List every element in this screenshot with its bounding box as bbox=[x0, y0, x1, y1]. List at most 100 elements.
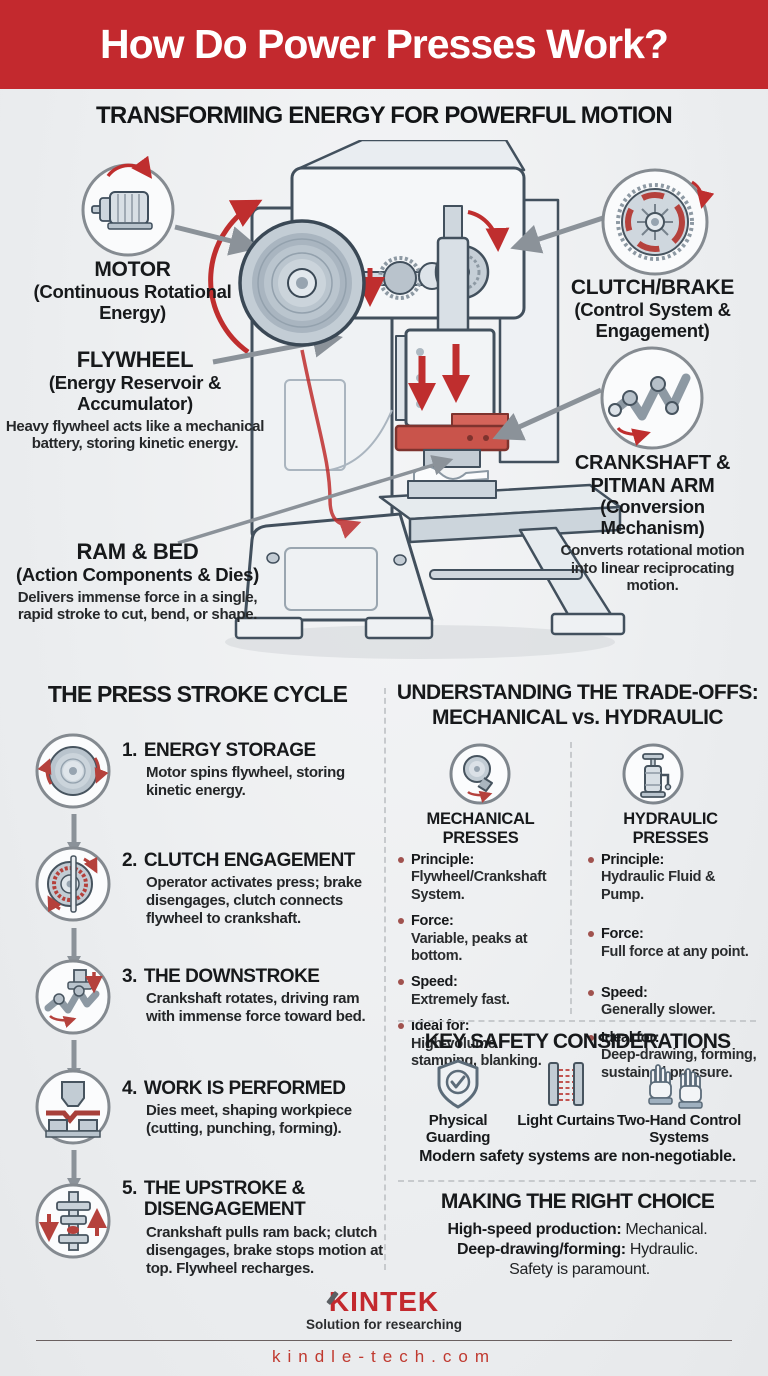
flywheel-subtitle: (Energy Reservoir & Accumulator) bbox=[48, 371, 222, 414]
motor-subtitle: (Continuous Rotational Energy) bbox=[33, 280, 232, 323]
step-3: 3. THE DOWNSTROKE Crankshaft rotates, dri… bbox=[122, 966, 384, 1026]
page-title: How Do Power Presses Work? bbox=[100, 21, 669, 67]
step-title: CLUTCH ENGAGEMENT bbox=[143, 850, 356, 871]
step-5: 5. THE UPSTROKE & DISENGAGEMENT Crankshaf… bbox=[122, 1178, 384, 1278]
bullet-label: Force: bbox=[601, 926, 644, 943]
step-desc: Operator activates press; brake disengag… bbox=[146, 874, 362, 928]
mechanical-press-icon bbox=[449, 743, 511, 805]
choice-line: High-speed production:Mechanical. bbox=[395, 1220, 760, 1240]
clutch-callout: CLUTCH/BRAKE (Control System & Engagemen… bbox=[545, 276, 760, 342]
logo-tagline: Solution for researching bbox=[305, 1317, 463, 1332]
bullet-label: Principle: bbox=[601, 852, 665, 868]
safety-item-label: Physical Guarding bbox=[425, 1112, 491, 1147]
bullet-dot bbox=[588, 1034, 594, 1041]
hydraulic-bullets: Principle:Hydraulic Fluid & Pump. Force:… bbox=[588, 852, 760, 1091]
bullet-value: Flywheel/Crankshaft System. bbox=[411, 869, 547, 903]
step-desc: Crankshaft pulls ram back; clutch diseng… bbox=[146, 1223, 383, 1277]
bullet-dot bbox=[398, 857, 404, 863]
step-number: 3. bbox=[122, 966, 137, 987]
list-item: Force:Variable, peaks at bottom. bbox=[398, 913, 563, 965]
choice-value: Mechanical. bbox=[625, 1221, 708, 1238]
section1-title: TRANSFORMING ENERGY FOR POWERFUL MOTION bbox=[96, 102, 673, 129]
shield-check-icon bbox=[437, 1059, 479, 1109]
crankshaft-step-icon bbox=[35, 959, 111, 1035]
list-item: Speed:Extremely fast. bbox=[398, 974, 563, 1009]
clutch-subtitle: (Control System & Engagement) bbox=[574, 298, 731, 341]
safety-item-label: Light Curtains bbox=[517, 1112, 615, 1129]
choice-label: Deep-drawing/forming: bbox=[457, 1241, 626, 1258]
bullet-dot bbox=[588, 931, 594, 938]
list-item: Force:Full force at any point. bbox=[588, 926, 760, 961]
bullet-label: Speed: bbox=[601, 984, 648, 1001]
section-divider bbox=[398, 1180, 756, 1182]
step-desc: Motor spins flywheel, storing kinetic en… bbox=[146, 764, 345, 800]
bullet-label: Force: bbox=[411, 913, 454, 930]
tradeoffs-title-line2: MECHANICAL vs. HYDRAULIC bbox=[432, 705, 724, 729]
mechanical-title: MECHANICAL PRESSES bbox=[426, 810, 535, 847]
bullet-dot bbox=[588, 989, 594, 996]
choice-lines: High-speed production:Mechanical. Deep-d… bbox=[395, 1220, 760, 1280]
bullet-label: Ideal for: bbox=[601, 1029, 660, 1046]
bullet-dot bbox=[398, 918, 404, 925]
crankshaft-desc: Converts rotational motion into linear r… bbox=[560, 541, 745, 595]
safety-item-label: Two-Hand Control Systems bbox=[616, 1112, 742, 1147]
bullet-label: Speed: bbox=[411, 974, 458, 991]
bullet-value: Extremely fast. bbox=[411, 991, 510, 1008]
bullet-value: Hydraulic Fluid & Pump. bbox=[601, 869, 716, 903]
kintek-logo: KINTEK bbox=[328, 1286, 440, 1317]
flywheel-callout: FLYWHEEL (Energy Reservoir & Accumulator… bbox=[5, 347, 265, 453]
flywheel-title: FLYWHEEL bbox=[76, 347, 194, 372]
hydraulic-press-icon bbox=[622, 743, 684, 805]
press-illustration bbox=[81, 140, 715, 659]
motor-arrow bbox=[174, 224, 260, 256]
bullet-label: Principle: bbox=[411, 852, 475, 868]
choice-line: Safety is paramount. bbox=[395, 1260, 760, 1280]
flywheel-rotation-arrow bbox=[208, 199, 263, 355]
list-item: Speed:Generally slower. bbox=[588, 985, 760, 1020]
crankshaft-subtitle: (Conversion Mechanism) bbox=[600, 496, 705, 539]
tradeoffs-divider bbox=[570, 742, 572, 1014]
choice-title: MAKING THE RIGHT CHOICE bbox=[440, 1190, 715, 1213]
crankshaft-title: CRANKSHAFT & PITMAN ARM bbox=[574, 452, 731, 497]
crankshaft-arrow bbox=[492, 387, 603, 441]
light-curtain-icon bbox=[548, 1062, 584, 1106]
step-title: THE UPSTROKE & DISENGAGEMENT bbox=[143, 1178, 306, 1221]
bullet-value: Variable, peaks at bottom. bbox=[411, 930, 528, 964]
step-number: 1. bbox=[122, 740, 137, 761]
tradeoffs-title: UNDERSTANDING THE TRADE-OFFS: MECHANICAL… bbox=[395, 681, 760, 731]
rambed-subtitle: (Action Components & Dies) bbox=[16, 563, 259, 585]
step-title: ENERGY STORAGE bbox=[143, 740, 316, 761]
flywheel-step-icon bbox=[35, 733, 111, 809]
bullet-value: Generally slower. bbox=[601, 1002, 716, 1019]
choice-line: Deep-drawing/forming:Hydraulic. bbox=[395, 1240, 760, 1260]
step-desc: Dies meet, shaping workpiece (cutting, p… bbox=[146, 1102, 352, 1138]
step-4: 4.WORK IS PERFORMED Dies meet, shaping w… bbox=[122, 1078, 384, 1138]
footer-divider bbox=[36, 1340, 732, 1341]
cycle-title: THE PRESS STROKE CYCLE bbox=[47, 681, 348, 707]
machine-shadow bbox=[225, 625, 615, 659]
website-link[interactable]: kindle-tech.com bbox=[271, 1347, 497, 1366]
clutch-rotation-arrow bbox=[467, 210, 510, 252]
tradeoffs-title-line1: UNDERSTANDING THE TRADE-OFFS: bbox=[396, 681, 759, 704]
upstroke-step-icon bbox=[35, 1183, 111, 1259]
flywheel-part bbox=[238, 219, 366, 347]
rambed-arrow bbox=[177, 455, 454, 545]
motor-title: MOTOR bbox=[94, 258, 171, 281]
choice-value: Safety is paramount. bbox=[509, 1261, 650, 1278]
bullet-value: Full force at any point. bbox=[601, 943, 749, 960]
step-1: 1. ENERGY STORAGE Motor spins flywheel, s… bbox=[122, 740, 384, 800]
step-title: THE DOWNSTROKE bbox=[143, 966, 320, 987]
crankshaft-icon bbox=[600, 346, 704, 450]
motor-callout: MOTOR (Continuous Rotational Energy) bbox=[30, 258, 235, 324]
bullet-dot bbox=[398, 979, 404, 986]
step-2: 2.CLUTCH ENGAGEMENT Operator activates p… bbox=[122, 850, 384, 928]
rambed-title: RAM & BED bbox=[76, 539, 199, 564]
motion-arrows bbox=[208, 199, 510, 539]
step-desc: Crankshaft rotates, driving ram with imm… bbox=[146, 990, 366, 1026]
list-item: Principle:Hydraulic Fluid & Pump. bbox=[588, 852, 760, 904]
hydraulic-title: HYDRAULIC PRESSES bbox=[623, 810, 718, 847]
section-divider bbox=[398, 1020, 756, 1022]
list-item: Ideal for:Deep-drawing, forming, sustain… bbox=[588, 1030, 760, 1082]
step-number: 5. bbox=[122, 1178, 137, 1199]
